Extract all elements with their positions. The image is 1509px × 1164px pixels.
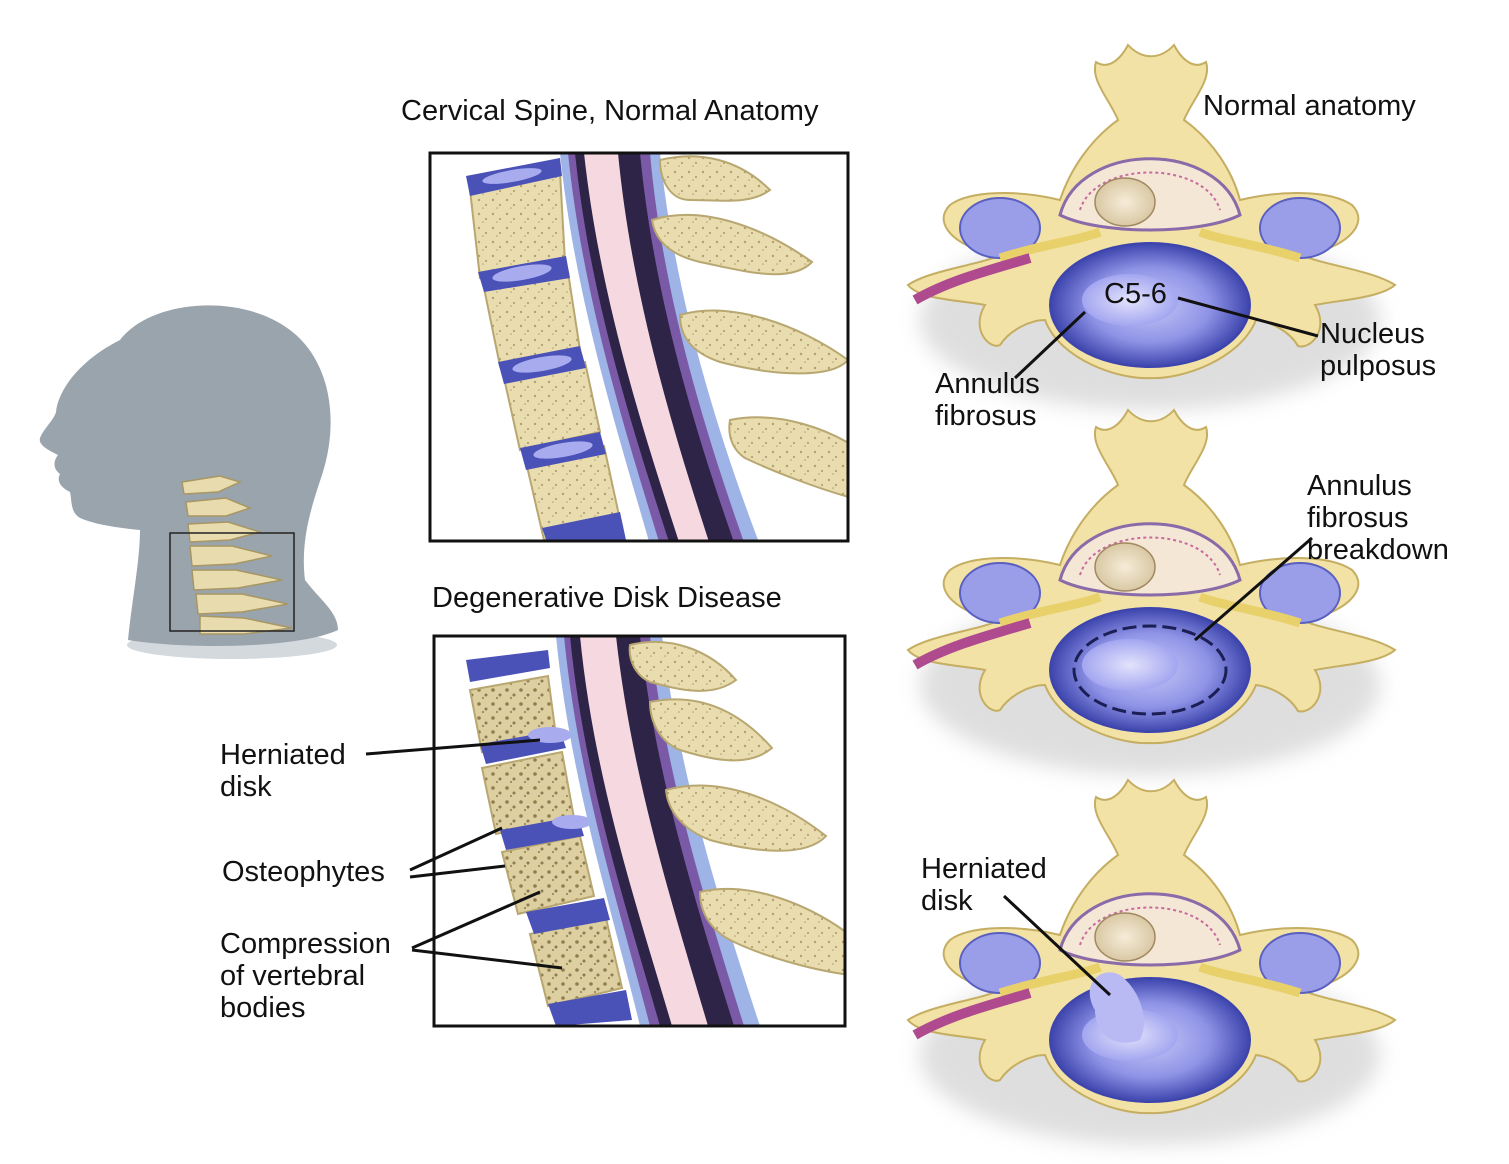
normal-sagittal-panel: [430, 153, 848, 541]
normal-spine-title: Cervical Spine, Normal Anatomy: [401, 95, 819, 127]
osteophytes-label: Osteophytes: [222, 856, 385, 888]
leader-lines: [365, 296, 1319, 997]
degenerative-sagittal-frame: [432, 634, 847, 1028]
axial-normal: [906, 43, 1397, 410]
normal-axial-title: Normal anatomy: [1203, 90, 1416, 122]
annulus-breakdown-ring: [1072, 624, 1228, 716]
head-silhouette: [39, 305, 338, 659]
normal-sagittal-frame: [428, 151, 850, 543]
degenerative-title: Degenerative Disk Disease: [432, 582, 782, 614]
level-label: C5-6: [1104, 278, 1167, 310]
